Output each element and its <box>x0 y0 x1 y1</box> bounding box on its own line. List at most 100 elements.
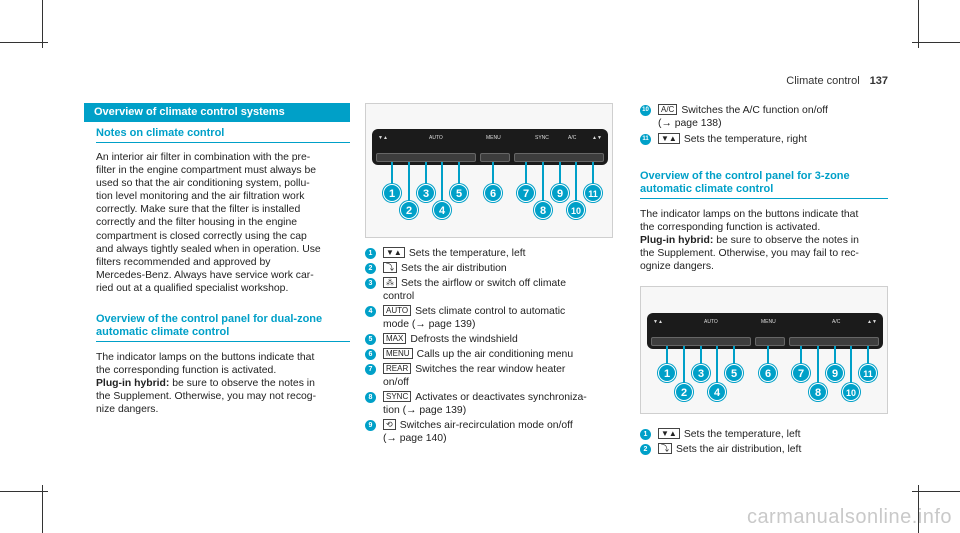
item-number: 6 <box>365 349 376 360</box>
leader-line <box>700 346 702 366</box>
panel-button <box>514 153 604 162</box>
text-line: be sure to observe the notes in <box>713 235 859 247</box>
item-number: 4 <box>365 306 376 317</box>
item-text: Switches air-recirculation mode on/off <box>399 420 573 431</box>
legend-item-9: 9 ⟲Switches air-recirculation mode on/of… <box>365 419 625 445</box>
dual-zone-panel-figure: ▼▲ AUTO MENU SYNC A/C ▲▼ 1 2 3 4 5 6 7 8… <box>365 103 613 238</box>
leader-line <box>767 346 769 366</box>
symbol-icon: ▼▲ <box>658 133 680 144</box>
legend-item-11: 11 ▼▲Sets the temperature, right <box>640 133 900 146</box>
leader-line <box>683 346 685 388</box>
item-text: Sets the air distribution <box>401 263 507 274</box>
panel-label: ▼▲ <box>653 319 663 325</box>
legend-item-1-3zone: 1 ▼▲Sets the temperature, left <box>640 428 900 441</box>
symbol-icon: MAX <box>383 333 407 344</box>
text-line: compartment is closed correctly using th… <box>96 230 307 242</box>
item-number: 11 <box>640 134 651 145</box>
callout-4: 4 <box>708 383 726 401</box>
text-line: correctly. Make sure that the filter is … <box>96 204 301 216</box>
leader-line <box>817 346 819 388</box>
symbol-icon: ⟲ <box>383 419 396 430</box>
item-text: Calls up the air conditioning menu <box>416 349 574 360</box>
leader-line <box>408 162 410 209</box>
item-text: mode (→ page 139) <box>383 319 476 331</box>
crop-mark <box>42 485 43 533</box>
item-number: 3 <box>365 278 376 289</box>
callout-2: 2 <box>675 383 693 401</box>
three-zone-panel-figure: ▼▲ AUTO MENU A/C ▲▼ 1 2 3 4 5 6 7 8 9 10… <box>640 286 888 414</box>
callout-8: 8 <box>534 201 552 219</box>
callout-9: 9 <box>551 184 569 202</box>
item-number: 2 <box>365 263 376 274</box>
text-line: tion level monitoring and the air filtra… <box>96 191 305 203</box>
control-panel: ▼▲ AUTO MENU A/C ▲▼ <box>647 313 883 349</box>
callout-10: 10 <box>842 383 860 401</box>
heading-line: automatic climate control <box>640 183 774 195</box>
heading-line: Overview of the control panel for dual-z… <box>96 313 323 325</box>
control-panel: ▼▲ AUTO MENU SYNC A/C ▲▼ <box>372 129 608 165</box>
section-title: Overview of climate control systems <box>84 103 350 122</box>
leader-line <box>733 346 735 366</box>
panel-label: ▲▼ <box>592 135 602 141</box>
callout-7: 7 <box>792 364 810 382</box>
text-line: the Supplement. Otherwise, you may fail … <box>640 248 859 260</box>
leader-line <box>542 162 544 209</box>
panel-label: A/C <box>832 319 841 325</box>
callout-6: 6 <box>484 184 502 202</box>
leader-line <box>592 162 594 187</box>
heading-line: automatic climate control <box>96 326 230 338</box>
crop-mark <box>918 0 919 48</box>
crop-mark <box>42 0 43 48</box>
item-number: 9 <box>365 420 376 431</box>
item-text: (→ page 138) <box>658 118 722 130</box>
callout-4: 4 <box>433 201 451 219</box>
text-line: An interior air filter in combination wi… <box>96 152 311 163</box>
item-number: 10 <box>640 105 651 116</box>
legend-item-1: 1 ▼▲Sets the temperature, left <box>365 247 625 260</box>
text-line: The indicator lamps on the buttons indic… <box>640 209 859 220</box>
panel-label: A/C <box>568 135 577 141</box>
callout-1: 1 <box>658 364 676 382</box>
panel-label: SYNC <box>535 135 549 141</box>
callout-8: 8 <box>809 383 827 401</box>
notes-paragraph: An interior air filter in combination wi… <box>96 151 356 295</box>
callout-7: 7 <box>517 184 535 202</box>
callout-3: 3 <box>692 364 710 382</box>
item-text: Sets the temperature, left <box>408 248 526 259</box>
panel-button <box>755 337 785 346</box>
symbol-icon: SYNC <box>383 391 412 402</box>
item-text: Sets the temperature, right <box>683 134 807 145</box>
item-text: Defrosts the windshield <box>410 334 518 345</box>
plugin-label: Plug-in hybrid: <box>640 235 714 247</box>
leader-line <box>867 346 869 366</box>
symbol-icon: ⁂ <box>383 277 397 288</box>
item-number: 5 <box>365 334 376 345</box>
notes-heading-text: Notes on climate control <box>96 127 225 139</box>
symbol-icon: ⤵ <box>658 443 672 454</box>
panel-button <box>480 153 510 162</box>
item-number: 8 <box>365 392 376 403</box>
panel-label: MENU <box>486 135 501 141</box>
symbol-icon: MENU <box>383 348 413 359</box>
leader-line <box>800 346 802 366</box>
item-text: on/off <box>383 377 409 389</box>
legend-item-2: 2 ⤵Sets the air distribution <box>365 262 625 275</box>
symbol-icon: AUTO <box>383 305 412 316</box>
callout-5: 5 <box>450 184 468 202</box>
panel-label: AUTO <box>429 135 443 141</box>
text-line: The indicator lamps on the buttons indic… <box>96 352 315 363</box>
symbol-icon: A/C <box>658 104 678 115</box>
text-line: ognize dangers. <box>640 261 714 273</box>
heading-rule <box>96 341 350 342</box>
panel-label: ▼▲ <box>378 135 388 141</box>
symbol-icon: REAR <box>383 363 412 374</box>
callout-11: 11 <box>859 364 877 382</box>
crop-mark <box>0 491 48 492</box>
text-line: the Supplement. Otherwise, you may not r… <box>96 391 317 403</box>
text-line: nize dangers. <box>96 404 159 416</box>
text-line: and always tightly sealed when in operat… <box>96 243 321 255</box>
